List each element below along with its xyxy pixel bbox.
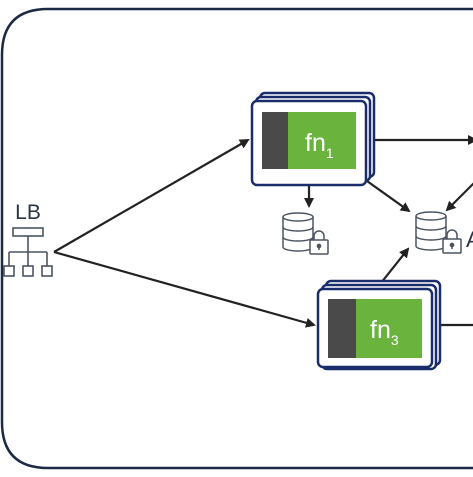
cropped-label: A bbox=[466, 227, 473, 252]
arrow-right-to-db2 bbox=[445, 182, 473, 212]
arrow-fn1-to-db2 bbox=[366, 180, 411, 213]
locked-database-icon bbox=[415, 211, 462, 254]
fn1-name: fn bbox=[305, 129, 326, 157]
svg-text:fn3: fn3 bbox=[370, 316, 399, 348]
hierarchy-icon bbox=[3, 227, 53, 277]
arrows bbox=[53, 135, 473, 328]
arrow-lb-to-fn3 bbox=[53, 250, 316, 328]
fn1-subscript: 1 bbox=[326, 145, 334, 161]
function-node-fn3: fn3 bbox=[316, 279, 442, 371]
svg-text:fn1: fn1 bbox=[305, 129, 334, 161]
arrow-lb-to-fn1 bbox=[53, 139, 250, 253]
function-node-fn1: fn1 bbox=[250, 91, 376, 187]
locked-database-icon bbox=[282, 212, 329, 255]
diagram-frame bbox=[0, 7, 473, 470]
fn3-name: fn bbox=[370, 316, 391, 344]
fn3-subscript: 3 bbox=[391, 332, 399, 348]
arrow-fn3-to-db2 bbox=[380, 247, 410, 284]
load-balancer-label: LB bbox=[15, 201, 41, 224]
